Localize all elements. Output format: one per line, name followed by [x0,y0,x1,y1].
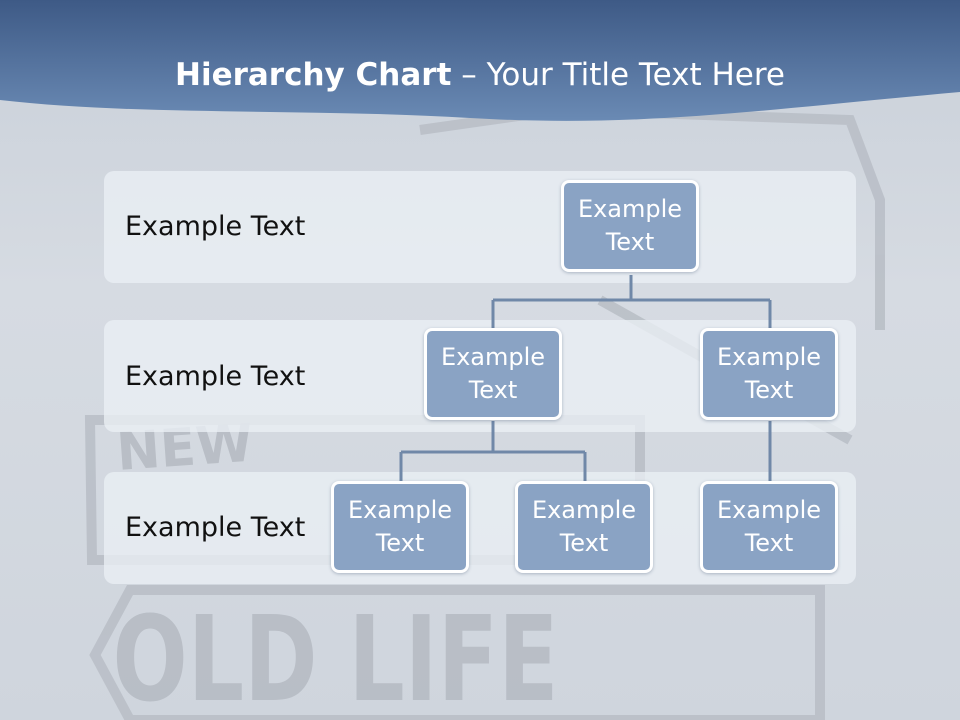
level-label-2: Example Text [125,361,306,392]
node-level3-1[interactable]: Example Text [331,481,469,573]
level-label-1: Example Text [125,211,306,242]
node-root-text: Example Text [577,195,683,256]
node-level2-left[interactable]: Example Text [424,328,562,420]
slide-title-rest: – Your Title Text Here [451,57,785,93]
node-level2-left-text: Example Text [440,343,546,404]
node-level3-1-text: Example Text [347,496,453,557]
node-level3-3-text: Example Text [716,496,822,557]
node-root[interactable]: Example Text [561,180,699,272]
level-band-1 [104,171,856,283]
slide-title-bold: Hierarchy Chart [175,57,452,93]
node-level2-right[interactable]: Example Text [700,328,838,420]
header-band [0,0,960,121]
sign-text-old-life: OLD LIFE [113,590,559,720]
slide-title: Hierarchy Chart – Your Title Text Here [0,52,960,98]
node-level3-2[interactable]: Example Text [515,481,653,573]
node-level3-2-text: Example Text [531,496,637,557]
node-level2-right-text: Example Text [716,343,822,404]
node-level3-3[interactable]: Example Text [700,481,838,573]
level-label-3: Example Text [125,512,306,543]
